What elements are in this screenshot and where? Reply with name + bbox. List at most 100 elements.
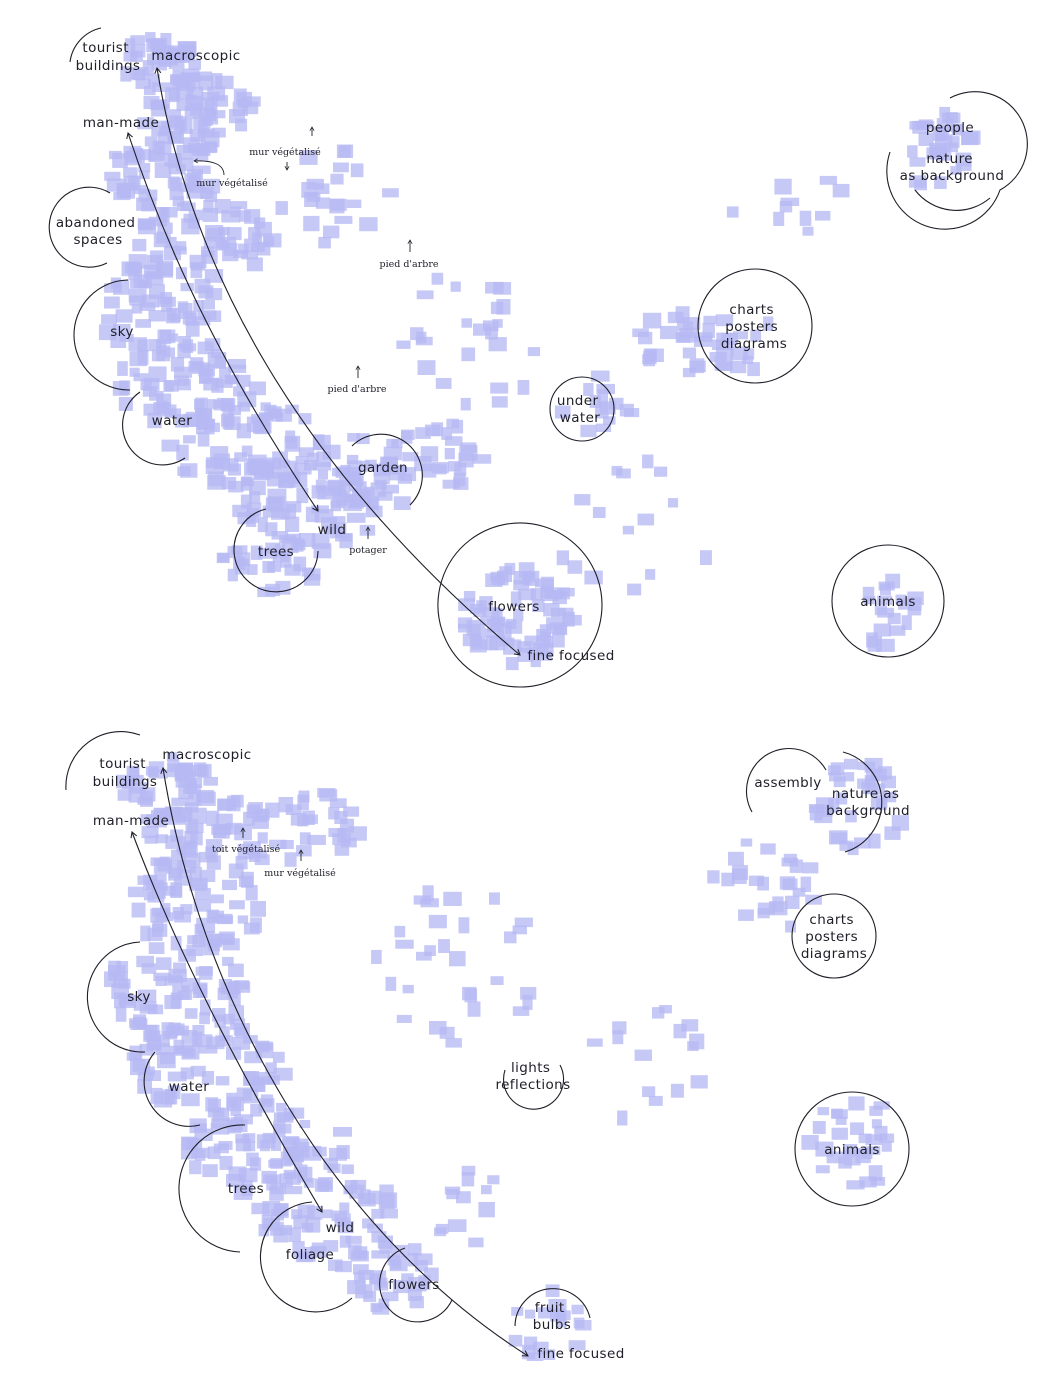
label-wild: wild [318, 522, 347, 538]
image-thumbnail [918, 132, 934, 146]
image-thumbnail [185, 94, 197, 111]
image-thumbnail [387, 1254, 401, 1266]
image-thumbnail [139, 1043, 155, 1056]
image-thumbnail [491, 576, 505, 586]
image-thumbnail [109, 150, 122, 160]
image-thumbnail [682, 347, 697, 359]
image-thumbnail [246, 257, 263, 272]
image-thumbnail [874, 1125, 888, 1141]
image-thumbnail [303, 215, 320, 232]
image-thumbnail [839, 840, 854, 851]
image-thumbnail [167, 758, 180, 772]
image-thumbnail [637, 513, 655, 526]
image-thumbnail [146, 254, 163, 270]
image-thumbnail [773, 211, 785, 226]
image-thumbnail [950, 166, 962, 175]
image-thumbnail [743, 348, 755, 360]
image-thumbnail [243, 922, 260, 935]
image-thumbnail [146, 814, 158, 828]
image-thumbnail [785, 895, 800, 909]
image-thumbnail [235, 118, 248, 132]
ring-sky [73, 279, 131, 391]
image-thumbnail [330, 198, 347, 211]
image-thumbnail [939, 106, 951, 118]
image-thumbnail [115, 309, 133, 323]
image-thumbnail [450, 281, 461, 292]
image-thumbnail [774, 178, 792, 195]
image-thumbnail [113, 324, 131, 335]
image-thumbnail [394, 925, 406, 938]
image-thumbnail [343, 806, 360, 817]
label-wild-b: wild [326, 1220, 355, 1236]
image-thumbnail [554, 405, 571, 419]
image-thumbnail [490, 301, 504, 315]
image-thumbnail [163, 380, 174, 392]
image-thumbnail [131, 304, 143, 314]
image-thumbnail [172, 985, 190, 1000]
image-thumbnail [365, 505, 383, 518]
image-thumbnail [832, 183, 850, 198]
image-thumbnail [489, 892, 500, 905]
image-thumbnail [133, 274, 152, 289]
image-thumbnail [338, 145, 351, 158]
label-animals-b: animals [824, 1142, 880, 1158]
arrow-macroscopic-finefocused [154, 67, 521, 656]
image-thumbnail [709, 351, 727, 363]
image-thumbnail [177, 466, 191, 476]
image-thumbnail [230, 1100, 241, 1116]
image-thumbnail [431, 272, 444, 285]
image-thumbnail [352, 1246, 368, 1257]
label-charts-posters-diagrams: charts posters diagrams [721, 302, 787, 352]
label-flowers-b: flowers [388, 1277, 440, 1293]
image-thumbnail [214, 199, 231, 214]
bottom-map: tourist buildings macroscopic man-made a… [65, 731, 910, 1362]
image-thumbnail [490, 976, 504, 985]
image-thumbnail [148, 310, 166, 322]
image-thumbnail [675, 332, 691, 343]
image-thumbnail [562, 614, 582, 626]
image-thumbnail [800, 876, 812, 892]
image-thumbnail [438, 939, 450, 953]
annotation-potager: potager [349, 545, 387, 556]
image-thumbnail [731, 868, 747, 884]
image-thumbnail [220, 398, 236, 412]
image-thumbnail [284, 1186, 303, 1195]
ring-abandoned [48, 186, 111, 268]
image-thumbnail [262, 505, 281, 518]
image-thumbnail [213, 828, 230, 839]
image-thumbnail [747, 362, 760, 377]
image-thumbnail [142, 60, 154, 76]
image-thumbnail [530, 652, 541, 668]
image-thumbnail [159, 207, 170, 223]
image-thumbnail [125, 38, 136, 54]
image-thumbnail [857, 778, 871, 789]
image-thumbnail [873, 623, 891, 637]
label-lights-reflections: lights reflections [495, 1060, 570, 1093]
image-thumbnail [140, 814, 152, 824]
image-thumbnail [716, 361, 733, 372]
image-thumbnail [558, 607, 574, 616]
image-thumbnail [341, 1164, 354, 1174]
image-thumbnail [229, 900, 245, 910]
image-thumbnail [312, 434, 325, 450]
image-thumbnail [333, 162, 349, 173]
image-thumbnail [815, 210, 831, 221]
image-thumbnail [330, 499, 345, 509]
image-thumbnail [846, 1180, 865, 1190]
image-thumbnail [284, 852, 297, 867]
image-thumbnail [314, 1178, 330, 1192]
image-thumbnail [862, 586, 875, 601]
image-thumbnail [347, 1280, 366, 1295]
image-thumbnail [504, 562, 516, 575]
image-thumbnail [296, 487, 309, 504]
image-thumbnail [172, 45, 186, 59]
ring-people [886, 91, 1028, 230]
image-thumbnail [782, 878, 798, 891]
image-thumbnail [203, 378, 219, 391]
image-thumbnail [472, 454, 492, 464]
image-thumbnail [188, 219, 200, 229]
image-thumbnail [382, 188, 399, 198]
image-thumbnail [396, 340, 411, 349]
image-thumbnail [359, 524, 376, 536]
